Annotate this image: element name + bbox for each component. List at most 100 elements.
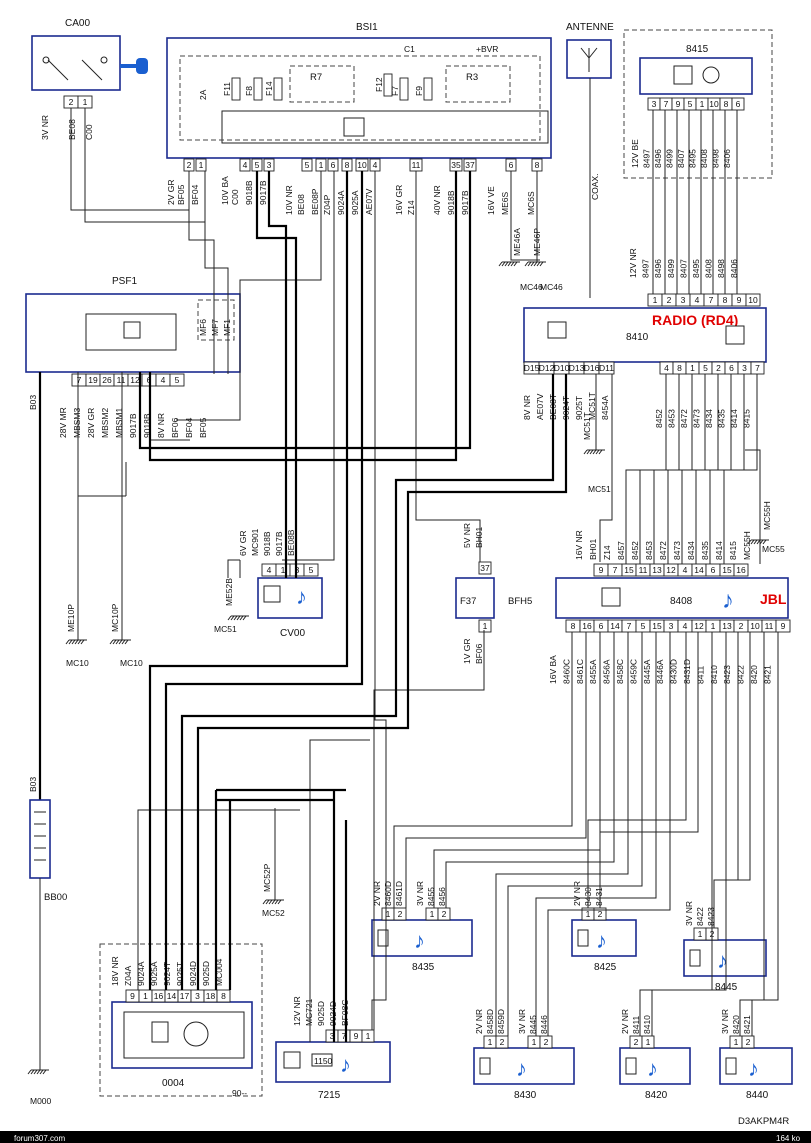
bsi1-name: BSI1 xyxy=(356,22,378,33)
c7215-name: 7215 xyxy=(318,1090,341,1101)
psf1-wire: BF05 xyxy=(198,417,208,438)
c8415-wire: 8499 xyxy=(665,149,675,168)
c0004-note: 90-- xyxy=(232,1088,247,1098)
c8430-wire: 8446 xyxy=(539,1015,549,1034)
c0004-wire: Z04A xyxy=(123,965,133,986)
c8415-pin: 3 xyxy=(652,99,657,109)
psf1-pin: 12 xyxy=(130,375,140,385)
svg-text:1V GR: 1V GR xyxy=(462,638,472,664)
radio-wire: 8453 xyxy=(667,409,677,428)
radio-pin: D15 xyxy=(524,363,540,373)
jbl-wire: 8445A xyxy=(642,659,652,684)
svg-text:F14: F14 xyxy=(264,81,274,96)
jbl-name: 8408 xyxy=(670,596,693,607)
jbl-pin: 2 xyxy=(739,621,744,631)
radio-pin: 8 xyxy=(723,295,728,305)
diagram-code: D3AKPM4R xyxy=(738,1116,789,1127)
wire-b03-top: B03 xyxy=(28,395,38,410)
jbl-wire: 8446A xyxy=(655,659,665,684)
psf1-wire: MBSM3 xyxy=(72,408,82,439)
svg-text:F9: F9 xyxy=(414,86,424,96)
radio-pin: 2 xyxy=(716,363,721,373)
radio-wire: 8407 xyxy=(678,259,688,278)
fuse-f14: F14 xyxy=(264,77,283,101)
psf1-pin: 26 xyxy=(102,375,112,385)
ground-symbol xyxy=(65,639,87,645)
jbl-wire: BH01 xyxy=(588,538,598,560)
c7215-wire: MC721 xyxy=(304,998,314,1026)
psf1-wire: 9017B xyxy=(128,413,138,438)
c0004-pin: 8 xyxy=(221,991,226,1001)
radio-pin: 3 xyxy=(681,295,686,305)
jbl-pin: 15 xyxy=(652,621,662,631)
c8415-pin: 9 xyxy=(676,99,681,109)
svg-text:9018B: 9018B xyxy=(244,180,254,205)
c8420-pin: 2 xyxy=(634,1037,639,1047)
svg-text:16V GR: 16V GR xyxy=(394,185,404,215)
radio-pin: 5 xyxy=(703,363,708,373)
radio-pin: 7 xyxy=(709,295,714,305)
radio-wire: 8499 xyxy=(666,259,676,278)
radio-wire: MC51T xyxy=(587,392,597,420)
jbl-wire: 8410 xyxy=(709,665,719,684)
c8420-wire: 8410 xyxy=(642,1015,652,1034)
svg-text:5: 5 xyxy=(305,160,310,170)
c8415-wire: 8407 xyxy=(676,149,686,168)
radio-pin: 10 xyxy=(748,295,758,305)
c7215-pin: 7 xyxy=(342,1031,347,1041)
psf1-wire: BF04 xyxy=(184,417,194,438)
ground-label: MC51 xyxy=(214,624,237,634)
c0004-wire: 9025D xyxy=(201,961,211,986)
c8430-pin: 2 xyxy=(500,1037,505,1047)
radio-pin: D10 xyxy=(554,363,570,373)
c8425-wire: 2V NR xyxy=(572,881,582,906)
radio-wire: 8414 xyxy=(729,409,739,428)
c8430-wire: 8459D xyxy=(496,1009,506,1034)
music-note-icon: ♪ xyxy=(748,1056,759,1081)
ca00-pin: 1 xyxy=(83,97,88,107)
cv00-wire: BE08B xyxy=(286,529,296,556)
psf1-wire: 28V MR xyxy=(58,407,68,438)
svg-text:1: 1 xyxy=(319,160,324,170)
loudspeaker-icon xyxy=(725,1057,737,1075)
jbl-wire: 8461C xyxy=(575,659,585,684)
footer-site: forum307.com xyxy=(14,1134,65,1143)
bsi1-misc: C1 xyxy=(404,44,415,54)
c8435-wire: 8461D xyxy=(394,881,404,906)
c8425-pin: 2 xyxy=(598,909,603,919)
c8415-wire: 8496 xyxy=(653,149,663,168)
jbl-wire: 8457 xyxy=(616,541,626,560)
radio-wire: 8497 xyxy=(641,259,651,278)
radio-wire: 8406 xyxy=(729,259,739,278)
radio-pin: 4 xyxy=(695,295,700,305)
c8430-wire: 2V NR xyxy=(474,1009,484,1034)
c8425-name: 8425 xyxy=(594,962,617,973)
footer-bar: forum307.com 164 ko xyxy=(0,1131,811,1143)
jbl-wire: 8421 xyxy=(762,665,772,684)
music-note-icon: ♪ xyxy=(647,1056,658,1081)
cv00-wire: 9018B xyxy=(262,531,272,556)
radio-wire: 8473 xyxy=(692,409,702,428)
ground-symbol xyxy=(109,639,131,645)
svg-text:3: 3 xyxy=(267,160,272,170)
f37-label: BFH5 xyxy=(508,596,532,607)
ground-label: MC55 xyxy=(762,544,785,554)
radio-pin: D13 xyxy=(569,363,585,373)
svg-text:8: 8 xyxy=(535,160,540,170)
jbl-wire: 8415 xyxy=(728,541,738,560)
c8415-wire: 8406 xyxy=(722,149,732,168)
c8435-wire: 3V NR xyxy=(415,881,425,906)
radio-wire: AE07V xyxy=(535,393,545,420)
c0004-name: 0004 xyxy=(162,1078,185,1089)
music-note-icon: ♪ xyxy=(516,1056,527,1081)
c8435-pin: 2 xyxy=(442,909,447,919)
wire-b03-mid: B03 xyxy=(28,777,38,792)
music-note-icon: ♪ xyxy=(722,587,734,614)
svg-text:10: 10 xyxy=(357,160,367,170)
cv00-pin: 5 xyxy=(309,565,314,575)
ground-label: MC55H xyxy=(762,501,772,530)
svg-text:10V BA: 10V BA xyxy=(220,176,230,205)
fuse-f12: F12 xyxy=(374,73,393,97)
